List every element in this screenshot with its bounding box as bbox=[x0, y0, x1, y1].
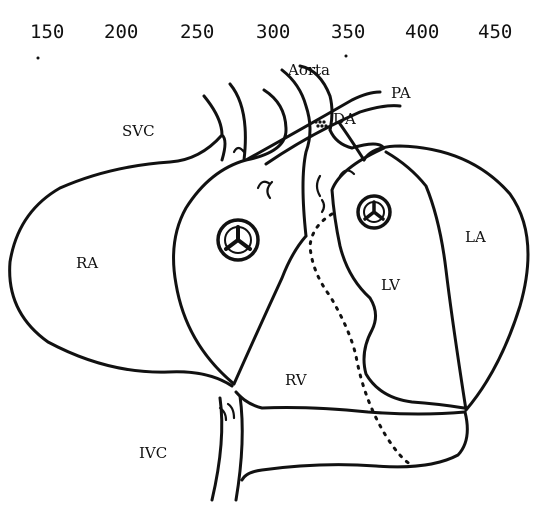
ventricular-septum-dotted bbox=[310, 214, 410, 464]
ductus-branch-right bbox=[340, 124, 364, 160]
label-pa: PA bbox=[391, 84, 411, 102]
label-ra: RA bbox=[76, 254, 98, 272]
scale-ticks: 150 200 250 300 350 400 450 bbox=[30, 21, 512, 43]
flap-mark bbox=[317, 176, 320, 196]
scale-tick-200: 200 bbox=[104, 21, 138, 43]
label-ivc: IVC bbox=[139, 444, 167, 462]
flap-mark bbox=[234, 148, 244, 152]
label-la: LA bbox=[465, 228, 486, 246]
scale-tick-150: 150 bbox=[30, 21, 64, 43]
label-da: DA bbox=[333, 110, 356, 128]
ivc-right-wall bbox=[236, 396, 242, 500]
right-ventricle-outline bbox=[174, 160, 306, 384]
scale-tick-400: 400 bbox=[405, 21, 439, 43]
svc-vessel-left bbox=[204, 96, 222, 135]
flap-mark bbox=[322, 200, 324, 212]
scale-tick-350: 350 bbox=[331, 21, 365, 43]
pulmonary-artery-lower bbox=[246, 92, 380, 160]
label-lv: LV bbox=[381, 276, 401, 294]
label-rv: RV bbox=[285, 371, 308, 389]
label-svc: SVC bbox=[122, 122, 155, 140]
ivc-left-wall bbox=[212, 398, 222, 500]
aortic-valve-icon bbox=[358, 196, 390, 228]
flap-mark bbox=[228, 404, 234, 418]
scale-tick-250: 250 bbox=[180, 21, 214, 43]
flap-mark bbox=[267, 182, 272, 198]
scale-tick-450: 450 bbox=[478, 21, 512, 43]
scale-tick-300: 300 bbox=[256, 21, 290, 43]
stray-dot bbox=[37, 57, 40, 60]
ductus-dots bbox=[314, 120, 327, 127]
right-atrium-outline bbox=[10, 135, 232, 386]
label-aorta: Aorta bbox=[287, 61, 330, 79]
stray-dot bbox=[345, 55, 348, 58]
pulmonary-valve-icon bbox=[218, 220, 258, 260]
aorta-right-wall bbox=[282, 70, 310, 236]
